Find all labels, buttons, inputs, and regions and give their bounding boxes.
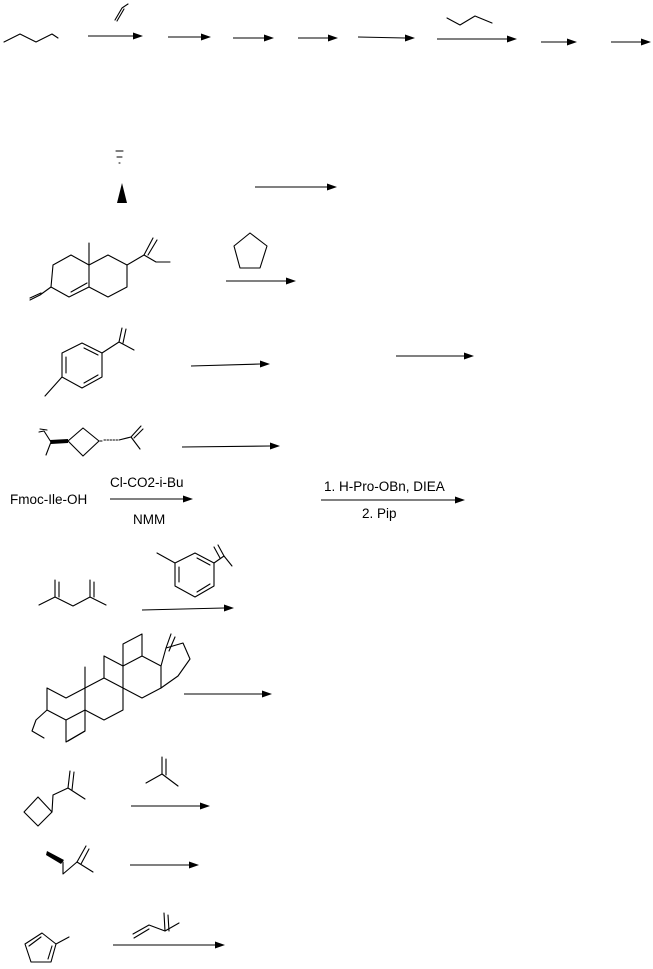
reaction-arrow bbox=[321, 496, 465, 504]
diisopropenyl-cyclobutane-structure bbox=[38, 425, 144, 457]
reaction-arrow bbox=[437, 35, 517, 43]
starting-material-label: Fmoc-Ile-OH bbox=[10, 492, 87, 507]
butane-reagent bbox=[446, 15, 493, 26]
row-2 bbox=[115, 150, 337, 203]
reaction-arrow bbox=[184, 690, 272, 698]
row-5 bbox=[38, 425, 280, 457]
reaction-arrow bbox=[226, 277, 296, 285]
reagent-label: Cl-CO2-i-Bu bbox=[110, 475, 184, 490]
decalin-diene-structure bbox=[29, 237, 171, 301]
reaction-arrow bbox=[130, 861, 199, 869]
reaction-arrow bbox=[190, 360, 270, 368]
reaction-arrow bbox=[141, 604, 234, 612]
row-7 bbox=[38, 544, 234, 612]
reaction-arrow bbox=[131, 802, 210, 810]
cyclopentane-reagent bbox=[233, 232, 268, 269]
row-9 bbox=[23, 756, 210, 827]
reaction-arrow bbox=[611, 38, 651, 46]
row-3 bbox=[29, 232, 296, 301]
reaction-arrow bbox=[181, 442, 280, 450]
row-8 bbox=[31, 633, 272, 743]
reaction-arrow bbox=[298, 34, 338, 42]
methyl-butene-structure bbox=[46, 845, 94, 875]
propene-reagent bbox=[114, 3, 129, 21]
reaction-arrow bbox=[110, 495, 193, 503]
pentane-structure bbox=[3, 33, 59, 43]
reaction-arrow bbox=[168, 33, 211, 41]
row-4 bbox=[44, 327, 474, 397]
steroid-structure bbox=[31, 633, 191, 743]
dimethyl-hexadiene-structure bbox=[38, 579, 107, 607]
reaction-arrow bbox=[88, 32, 143, 40]
row-1 bbox=[3, 3, 651, 46]
isobutylene-reagent bbox=[145, 773, 179, 787]
reaction-arrow bbox=[255, 183, 337, 191]
reagent-label: 2. Pip bbox=[362, 506, 397, 521]
reaction-arrow bbox=[396, 352, 474, 360]
isopropenyl-cyclobutane-structure bbox=[23, 770, 86, 827]
row-6: Fmoc-Ile-OH Cl-CO2-i-Bu NMM 1. H-Pro-OBn… bbox=[10, 475, 465, 527]
stereo-fragment bbox=[115, 150, 127, 203]
reaction-arrow bbox=[113, 941, 225, 949]
isopropenyl-toluene-reagent bbox=[156, 544, 233, 598]
row-10 bbox=[46, 845, 199, 875]
reaction-arrow bbox=[357, 34, 415, 42]
methylcyclopentadiene-structure bbox=[24, 932, 70, 963]
reagent-label: NMM bbox=[133, 512, 165, 527]
isoprene-reagent bbox=[132, 912, 180, 939]
isopropenyl-toluene-structure bbox=[44, 327, 135, 397]
reaction-arrow bbox=[233, 34, 274, 42]
reagent-label: 1. H-Pro-OBn, DIEA bbox=[324, 479, 445, 494]
row-11 bbox=[24, 912, 225, 963]
reaction-arrow bbox=[541, 38, 577, 46]
